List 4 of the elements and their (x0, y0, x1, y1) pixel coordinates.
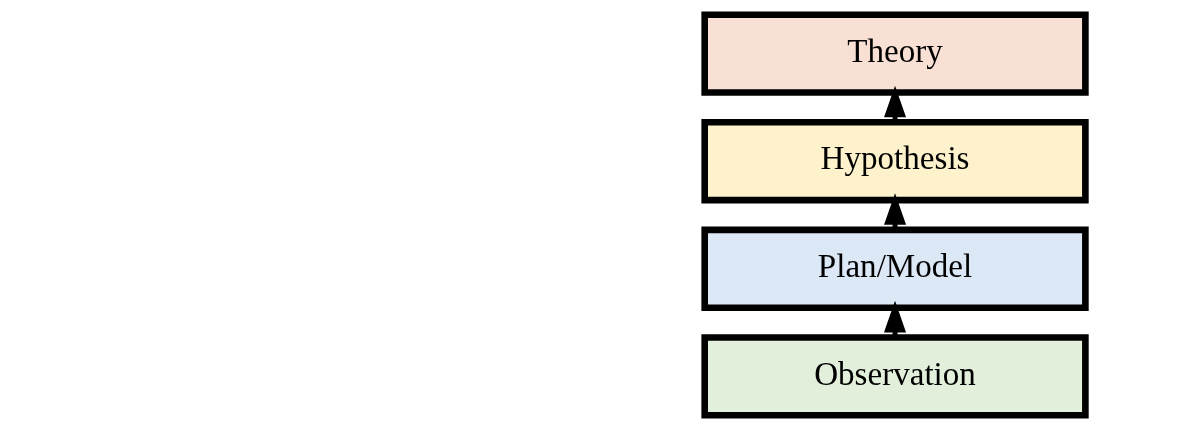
node-box: Theory (701, 11, 1089, 96)
node-box: Hypothesis (701, 119, 1089, 204)
node-box: Observation (701, 334, 1089, 419)
node-box: Plan/Model (701, 226, 1089, 311)
